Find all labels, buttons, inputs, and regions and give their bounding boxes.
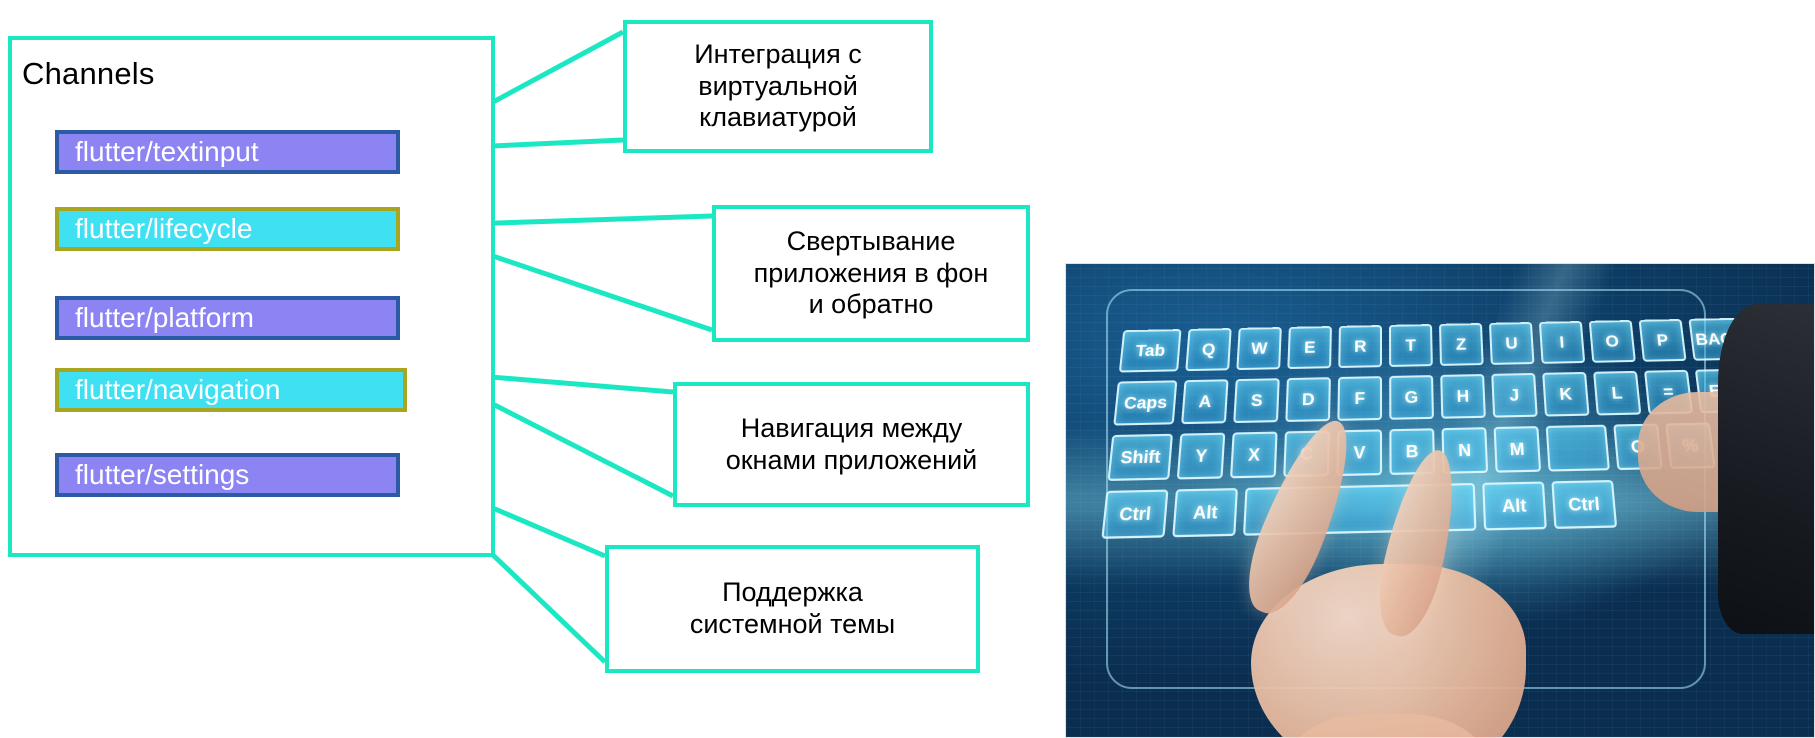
keyboard-key[interactable]: K	[1542, 371, 1590, 417]
channel-label: flutter/settings	[75, 459, 250, 490]
keyboard-key[interactable]: M	[1493, 426, 1542, 473]
callout-line: клавиатурой	[699, 102, 857, 133]
keyboard-key[interactable]: L	[1593, 370, 1642, 416]
channel-flutter-navigation[interactable]: flutter/navigation	[55, 368, 407, 412]
keyboard-key[interactable]: E	[1287, 326, 1332, 370]
keyboard-key[interactable]: Ctrl	[1101, 489, 1169, 539]
callout-line: системной темы	[689, 609, 896, 639]
callout-keyboard-integration: Интеграция с виртуальной клавиатурой	[623, 20, 933, 153]
keyboard-key[interactable]	[1242, 482, 1477, 536]
keyboard-key[interactable]: B	[1389, 428, 1436, 475]
callout-line: и обратно	[808, 289, 934, 320]
keyboard-key[interactable]: A	[1181, 379, 1229, 425]
callout-app-backgrounding: Свертывание приложения в фон и обратно	[712, 205, 1030, 342]
keyboard-key[interactable]: H	[1440, 374, 1486, 419]
callout-line: Поддержка	[722, 577, 863, 608]
sleeve	[1718, 304, 1814, 634]
keyboard-key[interactable]: X	[1229, 431, 1278, 479]
keyboard-key[interactable]: D	[1285, 377, 1331, 423]
keyboard-key[interactable]: S	[1233, 378, 1280, 424]
keyboard-key[interactable]: U	[1488, 322, 1535, 365]
channel-flutter-textinput[interactable]: flutter/textinput	[55, 130, 400, 174]
keyboard-key[interactable]	[1545, 424, 1610, 472]
callout-line: Навигация между	[740, 412, 963, 443]
keyboard-key[interactable]: Alt	[1172, 488, 1238, 538]
keyboard-key[interactable]: O	[1588, 320, 1636, 363]
callout-window-navigation: Навигация между окнами приложений	[673, 382, 1030, 507]
callout-line: приложения в фон	[753, 257, 989, 288]
virtual-keyboard-photo: TabQWERTZUIOPBACKCapsASDFGHJKL=EnterShif…	[1065, 263, 1815, 738]
keyboard-key[interactable]: Caps	[1113, 380, 1178, 426]
keyboard-key[interactable]: J	[1491, 372, 1538, 418]
keyboard-key[interactable]: Z	[1438, 323, 1484, 366]
keyboard-key[interactable]: Ctrl	[1551, 479, 1618, 529]
keyboard-key[interactable]: I	[1538, 321, 1586, 364]
channel-label: flutter/lifecycle	[75, 213, 253, 244]
channel-label: flutter/textinput	[75, 136, 259, 167]
keyboard-key[interactable]: R	[1338, 325, 1383, 369]
keyboard-key[interactable]: P	[1638, 319, 1687, 362]
keyboard-key[interactable]: C	[1283, 430, 1330, 478]
callout-line: Свертывание	[786, 225, 956, 256]
keyboard-key[interactable]: N	[1441, 427, 1489, 474]
keyboard-key[interactable]: V	[1336, 429, 1383, 477]
keyboard-key[interactable]: Shift	[1107, 433, 1174, 482]
keyboard-key[interactable]: Alt	[1482, 481, 1547, 531]
channels-title: Channels	[22, 56, 155, 91]
keyboard-key[interactable]: G	[1389, 375, 1434, 420]
keyboard-key[interactable]: Tab	[1118, 329, 1182, 373]
channel-flutter-settings[interactable]: flutter/settings	[55, 453, 400, 497]
keyboard-key[interactable]: W	[1236, 327, 1282, 371]
channel-label: flutter/navigation	[75, 374, 281, 405]
channel-flutter-lifecycle[interactable]: flutter/lifecycle	[55, 207, 400, 251]
keyboard-key[interactable]: Q	[1185, 328, 1232, 372]
palm	[1251, 564, 1526, 737]
keyboard-key[interactable]: T	[1388, 324, 1433, 367]
channel-label: flutter/platform	[75, 302, 254, 333]
callout-line: окнами приложений	[725, 444, 978, 475]
keyboard-key[interactable]: Y	[1176, 432, 1226, 480]
callout-system-theme-support: Поддержка системной темы	[605, 545, 980, 673]
callout-line: виртуальной	[698, 70, 858, 101]
callout-line: Интеграция с	[694, 38, 862, 69]
wrist	[1287, 714, 1487, 737]
channel-flutter-platform[interactable]: flutter/platform	[55, 296, 400, 340]
keyboard-key[interactable]: F	[1337, 376, 1383, 421]
